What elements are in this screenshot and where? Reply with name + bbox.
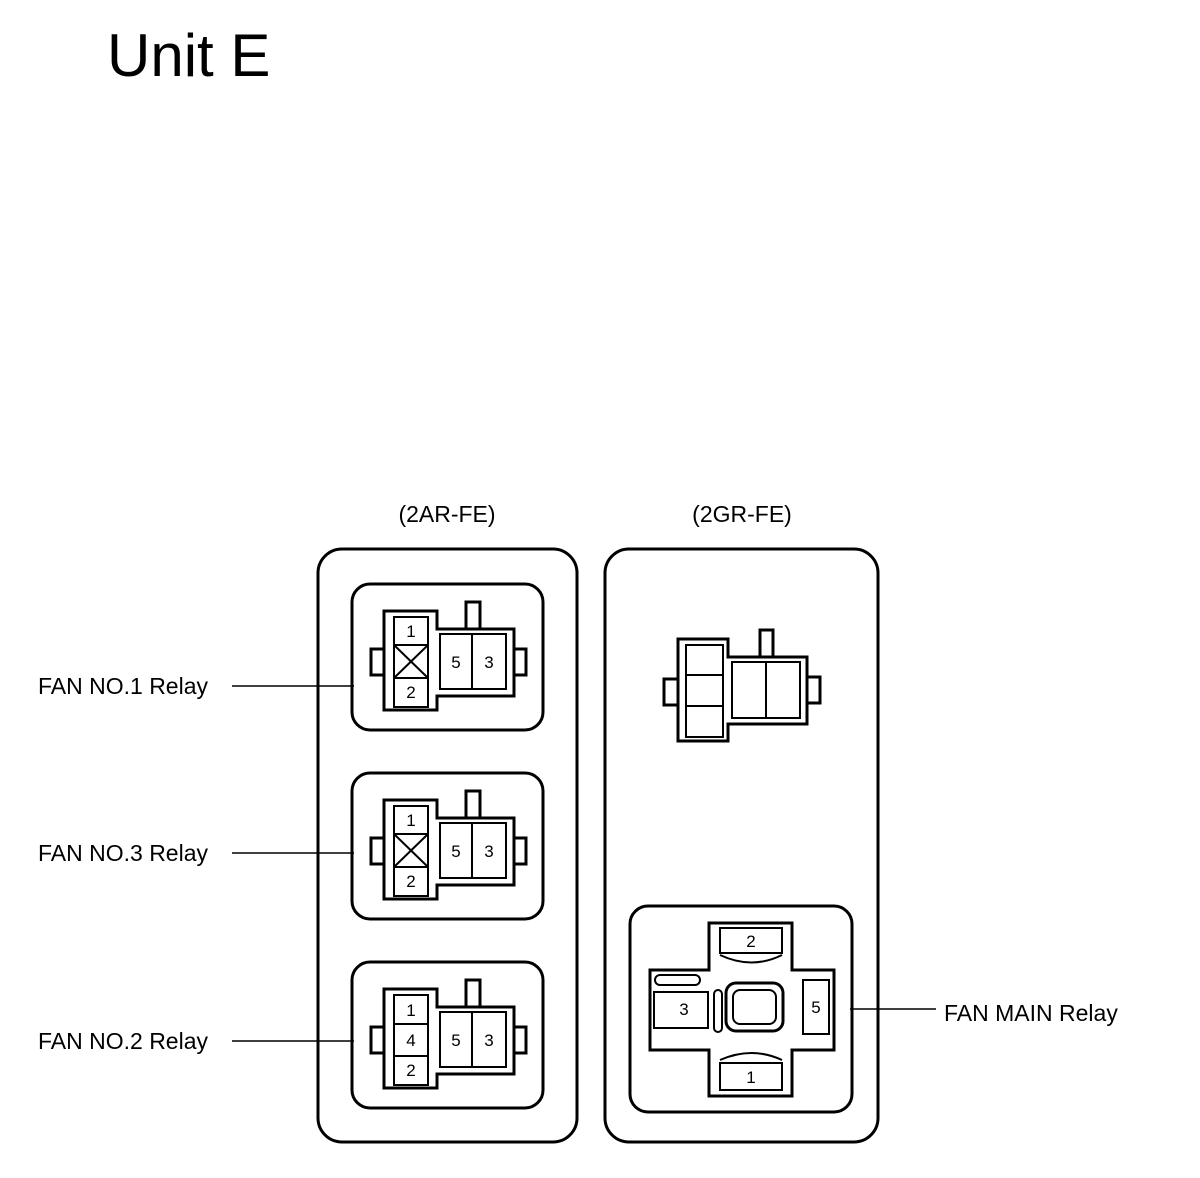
pin-number: 5 (811, 998, 820, 1017)
engine-2ar-fe-label: (2AR-FE) (398, 501, 495, 527)
pin-number: 3 (484, 842, 493, 861)
pin-number: 5 (451, 653, 460, 672)
pin-number: 2 (406, 872, 415, 891)
pin-number: 2 (406, 1061, 415, 1080)
pin-number: 1 (746, 1068, 755, 1087)
pin-number: 5 (451, 1031, 460, 1050)
pin-number: 1 (406, 622, 415, 641)
pin-number: 3 (484, 1031, 493, 1050)
label-fan-no2-relay: FAN NO.2 Relay (38, 1028, 208, 1054)
housing-2gr-fe (603, 547, 880, 1144)
relay-fan-no1 (350, 582, 545, 732)
pin-number: 3 (484, 653, 493, 672)
label-fan-no1-relay: FAN NO.1 Relay (38, 673, 208, 699)
relay-2gr-upper-unlabeled (662, 628, 822, 743)
pin-number: 2 (746, 932, 755, 951)
engine-2gr-fe-label: (2GR-FE) (692, 501, 792, 527)
pin-number: 1 (406, 811, 415, 830)
page-title: Unit E (107, 22, 271, 89)
relay-fan-no3 (350, 771, 545, 921)
pin-number: 4 (406, 1031, 415, 1050)
housing-2ar-fe (316, 547, 579, 1144)
label-fan-main-relay: FAN MAIN Relay (944, 1000, 1118, 1026)
pin-number: 5 (451, 842, 460, 861)
pin-number: 3 (679, 1000, 688, 1019)
relay-fan-main (628, 904, 854, 1114)
label-fan-no3-relay: FAN NO.3 Relay (38, 840, 208, 866)
pin-number: 2 (406, 683, 415, 702)
relay-fan-no2 (350, 960, 545, 1110)
pin-number: 1 (406, 1001, 415, 1020)
